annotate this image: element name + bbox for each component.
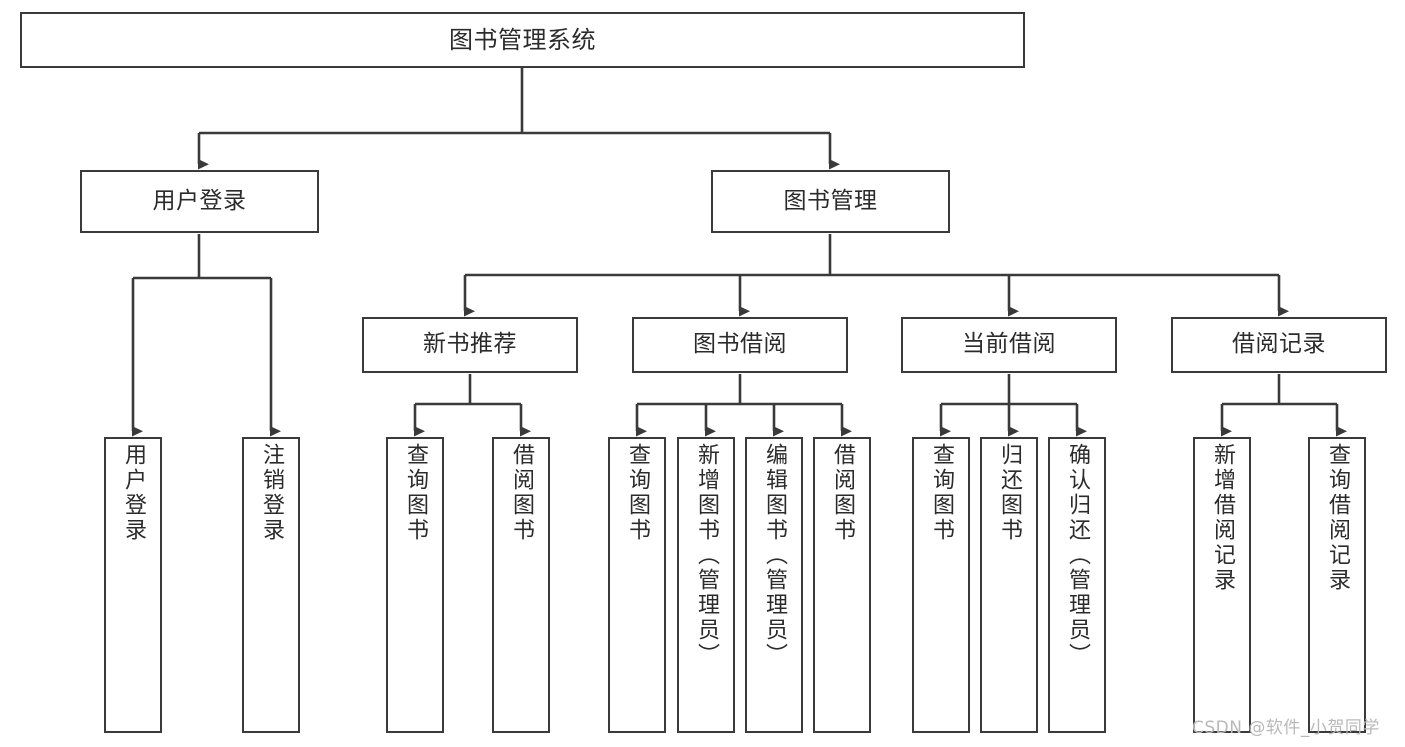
node-user-login-label: 用户登录 xyxy=(152,187,247,214)
node-book-borrow-label: 图书借阅 xyxy=(693,331,787,358)
node-leaf-query-record-label: 查询借阅记录 xyxy=(1324,443,1350,593)
node-root-label: 图书管理系统 xyxy=(449,25,596,54)
node-leaf-query-book-1-label: 查询图书 xyxy=(402,443,428,543)
node-leaf-borrow-book-1[interactable]: 借阅图书 xyxy=(492,437,550,733)
node-leaf-borrow-book-2-label: 借阅图书 xyxy=(829,443,855,543)
node-leaf-logout[interactable]: 注销登录 xyxy=(242,437,300,733)
node-leaf-confirm-return[interactable]: 确认归还（管理员） xyxy=(1048,437,1106,733)
node-leaf-logout-label: 注销登录 xyxy=(258,443,284,543)
node-leaf-query-book-3[interactable]: 查询图书 xyxy=(912,437,970,733)
node-leaf-edit-book[interactable]: 编辑图书（管理员） xyxy=(745,437,803,733)
node-leaf-return-book-label: 归还图书 xyxy=(996,443,1022,543)
node-book-manage-label: 图书管理 xyxy=(783,187,878,214)
node-user-login[interactable]: 用户登录 xyxy=(80,170,319,233)
node-leaf-add-record-label: 新增借阅记录 xyxy=(1209,443,1235,593)
node-borrow-record-label: 借阅记录 xyxy=(1232,331,1326,358)
node-new-book-recommend-label: 新书推荐 xyxy=(423,331,517,358)
node-leaf-query-book-2-label: 查询图书 xyxy=(624,443,650,543)
node-book-manage[interactable]: 图书管理 xyxy=(711,170,950,233)
node-leaf-borrow-book-1-label: 借阅图书 xyxy=(508,443,534,543)
node-root[interactable]: 图书管理系统 xyxy=(20,12,1025,68)
node-leaf-query-record[interactable]: 查询借阅记录 xyxy=(1308,437,1366,733)
node-borrow-record[interactable]: 借阅记录 xyxy=(1171,317,1387,373)
node-leaf-edit-book-label: 编辑图书（管理员） xyxy=(761,443,787,668)
node-leaf-add-record[interactable]: 新增借阅记录 xyxy=(1193,437,1251,733)
node-book-borrow[interactable]: 图书借阅 xyxy=(632,317,848,373)
node-leaf-query-book-2[interactable]: 查询图书 xyxy=(608,437,666,733)
node-leaf-confirm-return-label: 确认归还（管理员） xyxy=(1064,443,1090,668)
node-leaf-borrow-book-2[interactable]: 借阅图书 xyxy=(813,437,871,733)
node-leaf-add-book-label: 新增图书（管理员） xyxy=(693,443,719,668)
node-leaf-user-login-label: 用户登录 xyxy=(120,443,146,543)
node-leaf-query-book-1[interactable]: 查询图书 xyxy=(386,437,444,733)
node-leaf-return-book[interactable]: 归还图书 xyxy=(980,437,1038,733)
node-leaf-query-book-3-label: 查询图书 xyxy=(928,443,954,543)
node-new-book-recommend[interactable]: 新书推荐 xyxy=(362,317,578,373)
node-leaf-user-login[interactable]: 用户登录 xyxy=(104,437,162,733)
node-current-borrow[interactable]: 当前借阅 xyxy=(901,317,1117,373)
node-leaf-add-book[interactable]: 新增图书（管理员） xyxy=(677,437,735,733)
node-current-borrow-label: 当前借阅 xyxy=(962,331,1056,358)
csdn-watermark: CSDN @软件_小贺同学 xyxy=(1192,718,1380,738)
